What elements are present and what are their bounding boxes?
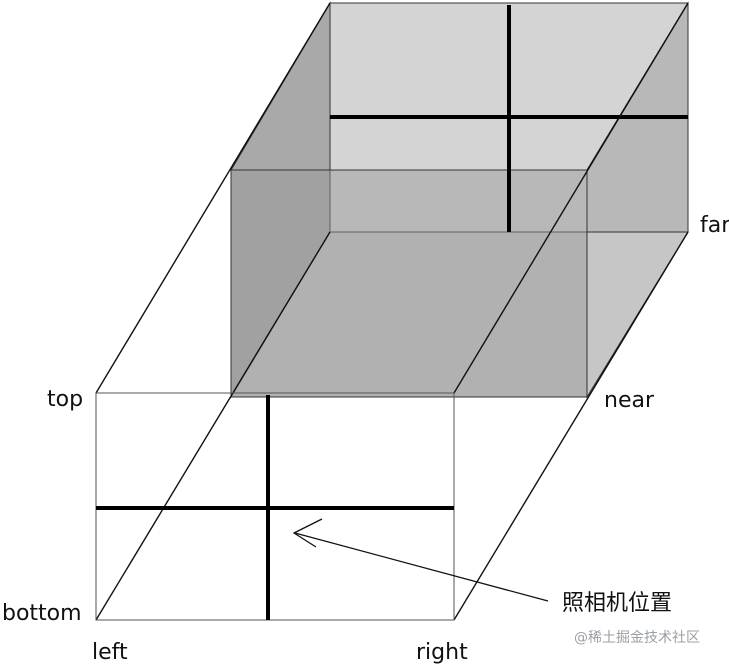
camera-position-label: 照相机位置 [562, 591, 672, 616]
far-front-face [230, 169, 588, 398]
camera-arrow-head [292, 518, 323, 548]
near-plane [95, 392, 455, 621]
label-top: top [47, 387, 83, 412]
frustum-edges [95, 2, 689, 621]
camera-arrow-shaft [294, 532, 549, 602]
edge-bottom-right [453, 231, 689, 621]
edge-top-left [95, 2, 331, 394]
label-far: far [700, 213, 729, 238]
watermark: @稀土掘金技术社区 [574, 630, 700, 646]
label-bottom: bottom [2, 601, 82, 626]
camera-arrow [292, 518, 549, 602]
edge-bottom-left [95, 231, 331, 621]
edge-top-right [453, 2, 689, 394]
label-near: near [604, 388, 655, 413]
label-left: left [92, 640, 128, 665]
far-box [230, 1, 689, 399]
label-right: right [416, 640, 468, 665]
